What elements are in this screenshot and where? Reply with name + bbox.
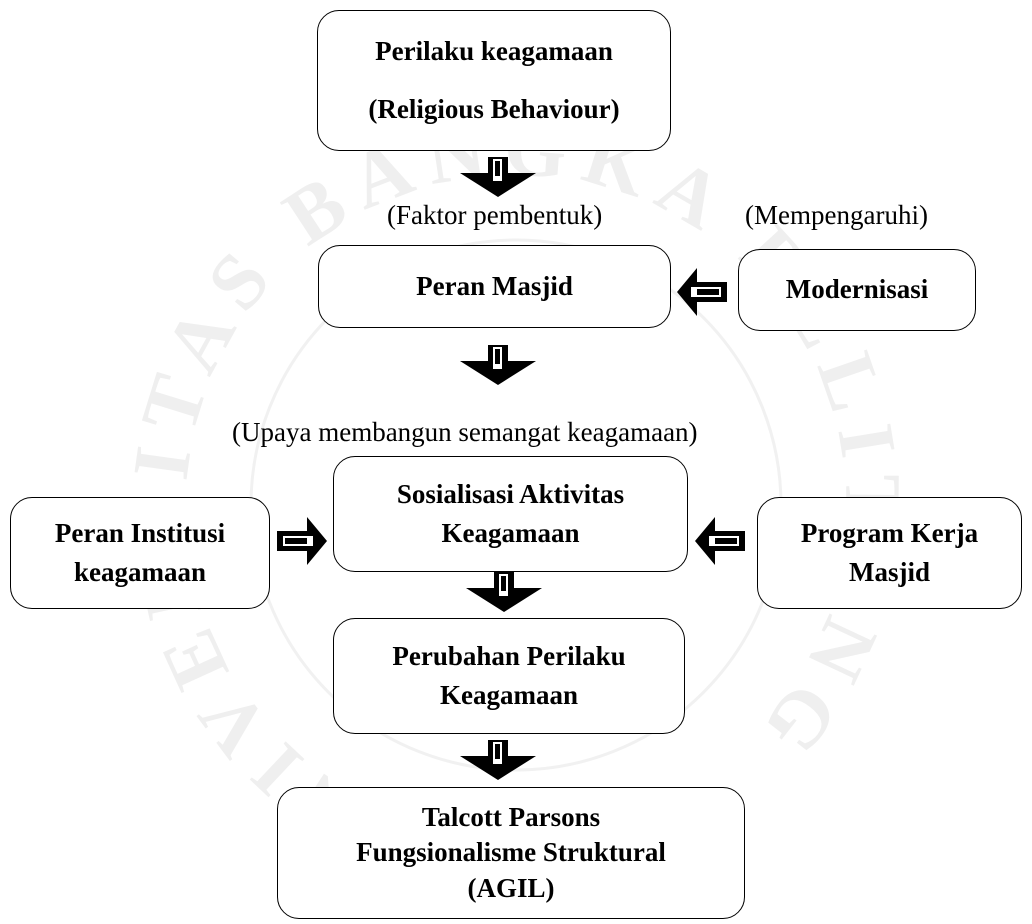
mempengaruhi-label: (Mempengaruhi) [745,200,928,230]
box-line: Perubahan Perilaku [392,640,626,671]
right-arrow-icon [277,517,327,565]
box-line: (Religious Behaviour) [368,93,620,124]
sosialisasi-box: Sosialisasi Aktivitas Keagamaan [333,456,688,572]
box-line: Keagamaan [441,518,580,548]
box-line: keagamaan [73,557,206,587]
talcott-box: Talcott Parsons Fungsionalisme Struktura… [277,787,745,919]
box-line: Program Kerja [800,517,979,548]
program-kerja-box: Program Kerja Masjid [757,497,1022,609]
down-arrow-icon [460,157,536,197]
box-line: Sosialisasi Aktivitas [396,478,625,509]
box-line: Talcott Parsons [421,802,601,833]
box-line: Modernisasi [785,274,929,305]
box-line: Masjid [849,557,930,587]
box-line: Keagamaan [440,680,578,710]
box-line: Fungsionalisme Struktural [356,837,666,868]
peran-masjid-box: Peran Masjid [318,245,671,328]
box-line: Peran Masjid [416,270,573,301]
modernisasi-box: Modernisasi [738,249,976,331]
down-arrow-icon [460,345,536,385]
down-arrow-icon [466,572,542,612]
box-line: (AGIL) [467,872,555,903]
faktor-pembentuk-label: (Faktor pembentuk) [387,200,603,230]
upaya-label: (Upaya membangun semangat keagamaan) [232,417,698,447]
peran-institusi-box: Peran Institusi keagamaan [10,497,270,609]
left-arrow-icon [677,268,727,316]
left-arrow-icon [695,517,745,565]
box-line: Perilaku keagamaan [375,36,613,67]
box-line: Peran Institusi [54,517,226,548]
religious-behaviour-box: Perilaku keagamaan (Religious Behaviour) [317,10,671,151]
down-arrow-icon [460,740,536,780]
perubahan-box: Perubahan Perilaku Keagamaan [333,618,685,734]
